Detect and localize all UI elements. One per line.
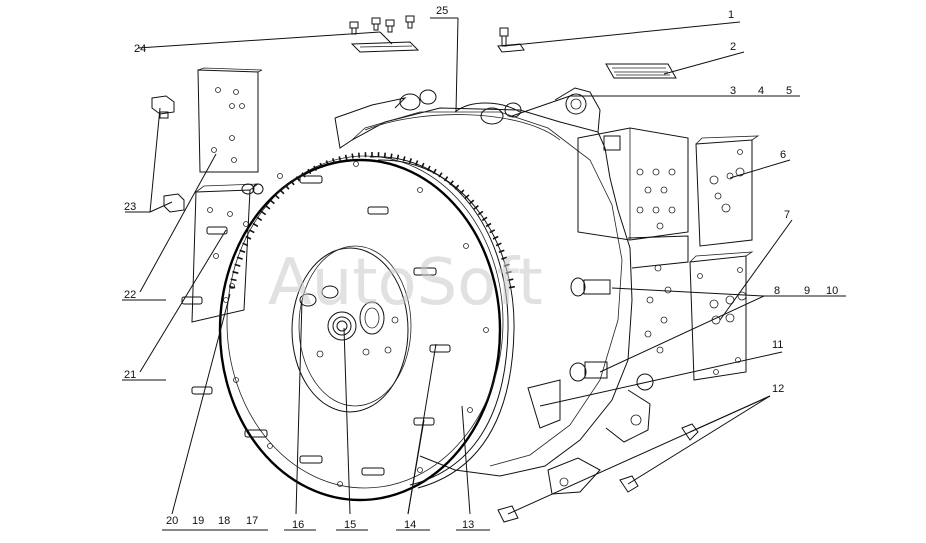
leader-lines [122, 17, 846, 531]
callout-11: 11 [772, 339, 783, 351]
callout-2: 2 [730, 41, 736, 53]
bolts-23 [151, 95, 185, 213]
gear-tooth [390, 153, 393, 159]
callout-10: 10 [826, 285, 838, 297]
gear-tooth [426, 165, 431, 171]
side-bolts [527, 277, 611, 429]
gear-tooth [256, 216, 263, 222]
gear-tooth [492, 235, 499, 240]
gear-tooth [325, 160, 330, 166]
gear-tooth [338, 156, 342, 162]
gear-tooth [248, 229, 255, 234]
gear-tooth [234, 263, 241, 267]
callout-4: 4 [758, 85, 764, 97]
gear-tooth [239, 249, 246, 254]
gear-tooth [485, 222, 492, 228]
callout-25: 25 [436, 5, 448, 17]
gear-tooth [454, 184, 460, 190]
callout-12: 12 [772, 383, 784, 395]
callout-16: 16 [292, 519, 304, 531]
callout-labels: 1 2 3 4 5 6 7 8 9 10 11 12 13 14 15 16 1… [124, 5, 838, 531]
gear-tooth [319, 162, 324, 169]
callout-14: 14 [404, 519, 416, 531]
gear-tooth [477, 210, 484, 216]
callout-5: 5 [786, 85, 792, 97]
callout-23: 23 [124, 201, 136, 213]
gear-tooth [438, 172, 443, 178]
callout-18: 18 [218, 515, 230, 527]
top-small-parts [349, 15, 677, 79]
gear-tooth [344, 154, 348, 160]
callout-9: 9 [804, 285, 810, 297]
callout-7: 7 [784, 209, 790, 221]
gear-tooth [265, 204, 271, 210]
gear-tooth [351, 153, 354, 159]
callout-15: 15 [344, 519, 356, 531]
gear-tooth [508, 285, 515, 289]
gear-tooth [464, 194, 470, 200]
ring-gear-teeth [229, 152, 515, 289]
callout-3: 3 [730, 85, 736, 97]
gear-tooth [274, 194, 280, 200]
flywheel [218, 152, 515, 502]
callout-1: 1 [728, 9, 734, 21]
gear-tooth [358, 152, 361, 158]
gear-tooth [408, 158, 413, 164]
gear-tooth [307, 168, 312, 175]
housing-top-bolts [399, 89, 522, 125]
callout-17: 17 [246, 515, 258, 527]
gear-tooth [507, 278, 514, 282]
gear-tooth [331, 158, 336, 164]
gear-tooth [459, 189, 465, 195]
callout-24: 24 [134, 43, 146, 55]
gear-tooth [473, 204, 479, 210]
gear-tooth [432, 168, 437, 175]
gear-tooth [501, 256, 508, 260]
gear-tooth [290, 180, 295, 186]
gear-tooth [313, 165, 318, 171]
gear-tooth [495, 242, 502, 247]
gear-tooth [245, 235, 252, 240]
watermark: AutoSoft [268, 246, 543, 320]
gear-tooth [295, 176, 301, 182]
callout-20: 20 [166, 515, 178, 527]
gear-tooth [414, 160, 419, 166]
gear-tooth [449, 180, 454, 186]
gear-tooth [481, 216, 488, 222]
gear-tooth [420, 162, 425, 169]
flywheel-housing [334, 87, 689, 495]
gear-tooth [498, 249, 505, 254]
gear-tooth [505, 270, 512, 274]
gear-tooth [383, 152, 386, 158]
callout-19: 19 [192, 515, 204, 527]
gear-tooth [269, 199, 275, 205]
gear-tooth [402, 156, 406, 162]
gear-tooth [489, 229, 496, 234]
callout-8: 8 [774, 285, 780, 297]
gear-tooth [236, 256, 243, 260]
gear-tooth [396, 154, 400, 160]
gear-tooth [252, 222, 259, 228]
gear-tooth [284, 184, 290, 190]
callout-21: 21 [124, 369, 136, 381]
gear-tooth [443, 176, 449, 182]
bolts-12 [497, 423, 699, 523]
callout-13: 13 [462, 519, 474, 531]
flywheel-studs [181, 175, 451, 476]
left-plates [191, 67, 264, 323]
gear-tooth [232, 270, 239, 274]
callout-22: 22 [124, 289, 136, 301]
callout-6: 6 [780, 149, 786, 161]
gear-tooth [469, 199, 475, 205]
gear-tooth [503, 263, 510, 267]
gear-tooth [279, 189, 285, 195]
gear-tooth [230, 278, 237, 282]
gear-tooth [260, 210, 267, 216]
